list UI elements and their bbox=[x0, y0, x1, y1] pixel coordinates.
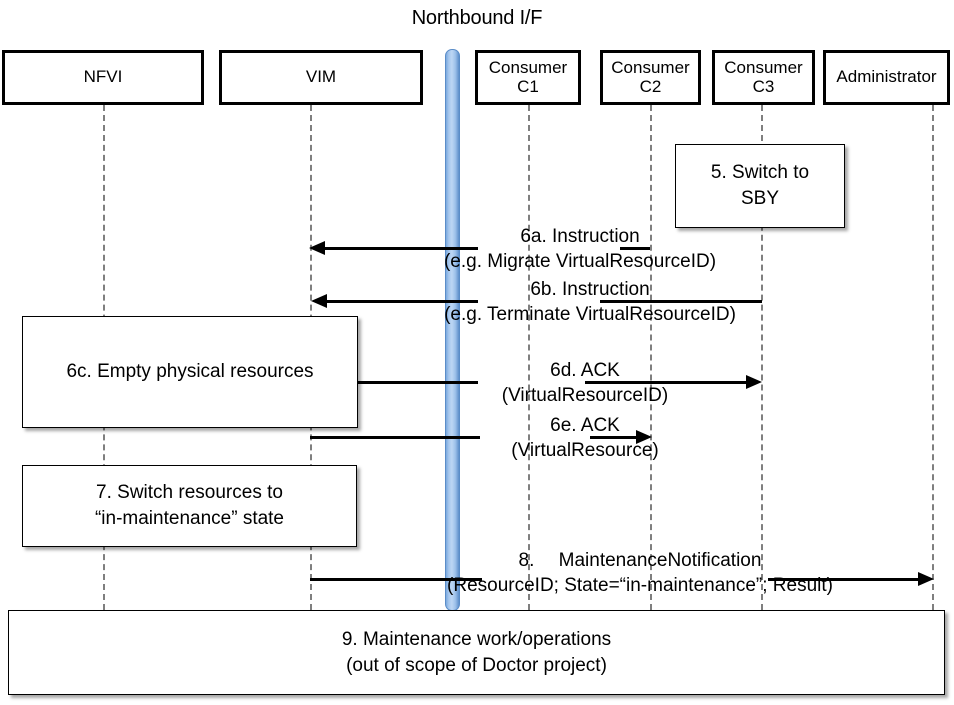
note-step-9-maintenance-work[interactable]: 9. Maintenance work/operations (out of s… bbox=[8, 610, 945, 695]
message-line-6d-left-seg bbox=[358, 381, 478, 384]
actor-box-consumer-c1[interactable]: Consumer C1 bbox=[475, 50, 581, 105]
northbound-interface-bar bbox=[445, 49, 460, 611]
note-label-step-6c: 6c. Empty physical resources bbox=[66, 361, 314, 383]
arrowhead-6b bbox=[311, 294, 327, 308]
message-line-6b-right-seg bbox=[600, 300, 762, 303]
actor-box-consumer-c2[interactable]: Consumer C2 bbox=[600, 50, 701, 105]
actor-box-consumer-c3[interactable]: Consumer C3 bbox=[712, 50, 815, 105]
message-line-8-right-seg bbox=[768, 578, 918, 581]
message-line-6a-right-seg bbox=[620, 247, 650, 250]
message-line-6d-right-seg bbox=[585, 381, 746, 384]
actor-label-consumer-c2: Consumer C2 bbox=[611, 58, 690, 96]
actor-box-nfvi[interactable]: NFVI bbox=[2, 50, 204, 105]
message-line-6e-right-seg bbox=[590, 436, 636, 439]
message-line-8-left-seg bbox=[310, 578, 482, 581]
note-step-6c-empty-physical-resources[interactable]: 6c. Empty physical resources bbox=[22, 316, 358, 428]
note-label-step-7: 7. Switch resources to “in-maintenance” … bbox=[94, 482, 285, 529]
arrowhead-6a bbox=[309, 241, 325, 255]
note-step-5-switch-to-sby[interactable]: 5. Switch to SBY bbox=[675, 144, 845, 228]
note-step-7-switch-resources[interactable]: 7. Switch resources to “in-maintenance” … bbox=[22, 465, 357, 547]
lifeline-consumer-c2 bbox=[650, 105, 652, 610]
message-line-6a-left-seg bbox=[320, 247, 478, 250]
actor-label-consumer-c1: Consumer C1 bbox=[488, 58, 568, 96]
lifeline-consumer-c3 bbox=[761, 105, 763, 610]
actor-box-administrator[interactable]: Administrator bbox=[823, 50, 950, 105]
actor-box-vim[interactable]: VIM bbox=[219, 50, 423, 105]
diagram-title: Northbound I/F bbox=[411, 7, 543, 29]
actor-label-nfvi: NFVI bbox=[83, 67, 123, 87]
actor-label-vim: VIM bbox=[305, 67, 337, 87]
actor-label-administrator: Administrator bbox=[836, 67, 937, 87]
note-label-step-9: 9. Maintenance work/operations (out of s… bbox=[341, 628, 612, 676]
lifeline-administrator bbox=[932, 105, 934, 610]
note-label-step-5: 5. Switch to SBY bbox=[710, 162, 810, 209]
arrowhead-6e bbox=[636, 430, 652, 444]
arrowhead-8 bbox=[918, 572, 934, 586]
message-line-6e-left-seg bbox=[310, 436, 480, 439]
actor-label-consumer-c3: Consumer C3 bbox=[724, 58, 803, 96]
arrowhead-6d bbox=[746, 375, 762, 389]
lifeline-consumer-c1 bbox=[528, 105, 530, 610]
message-line-6b-left-seg bbox=[322, 300, 478, 303]
